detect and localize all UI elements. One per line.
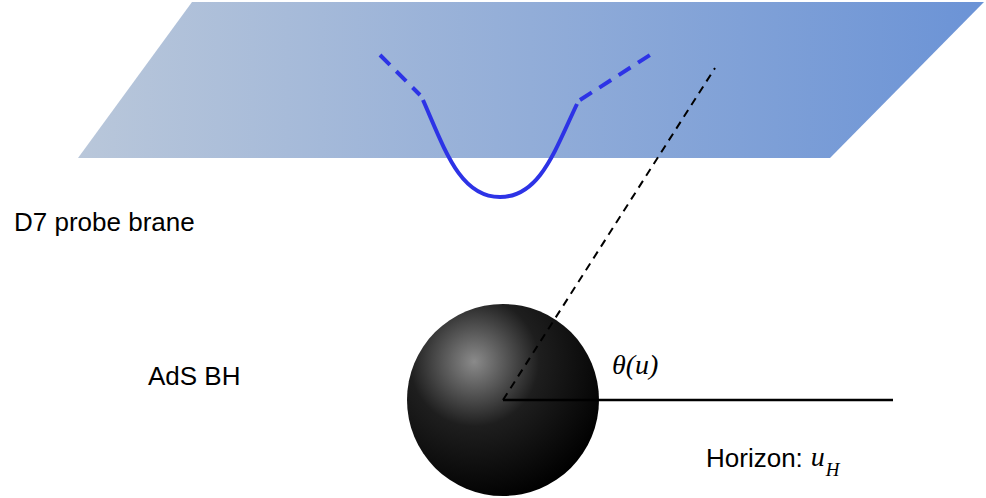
- horizon-label: Horizon:: [706, 444, 803, 473]
- brane-label: D7 probe brane: [14, 208, 195, 237]
- horizon-subscript: H: [826, 460, 840, 481]
- angle-line: [503, 68, 715, 400]
- blackhole-label: AdS BH: [148, 362, 241, 391]
- brane-curve-dashed: [580, 55, 650, 100]
- brane-curve-dashed: [380, 55, 420, 95]
- horizon-line: [503, 399, 893, 402]
- brane-plane: [78, 2, 984, 158]
- angle-label: θ(u): [612, 350, 658, 381]
- brane-curve: [423, 100, 577, 197]
- horizon-symbol: u: [811, 442, 825, 473]
